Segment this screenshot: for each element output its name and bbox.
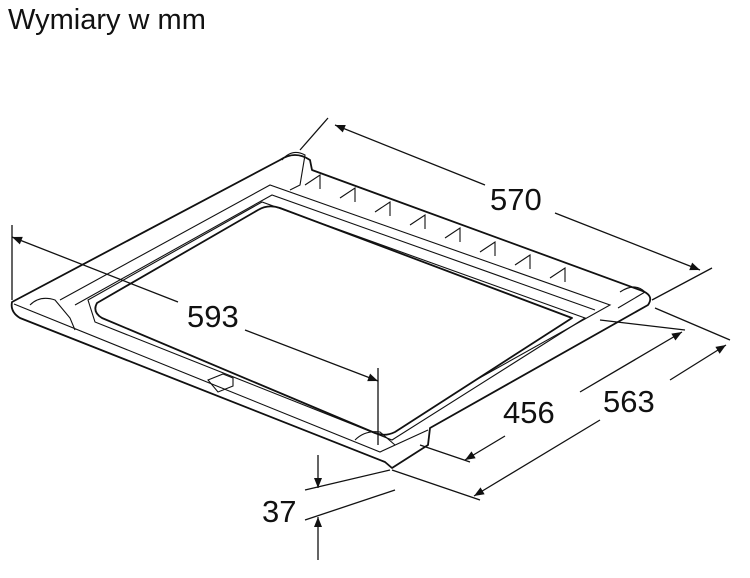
frame-outline <box>10 151 652 469</box>
dim-570-label: 570 <box>490 182 542 217</box>
dim-37-label: 37 <box>262 494 296 529</box>
dimension-lines <box>11 117 731 560</box>
dim-593-label: 593 <box>187 299 239 334</box>
drawing-title: Wymiary w mm <box>8 4 206 36</box>
dim-456-label: 456 <box>503 395 555 430</box>
dim-563-label: 563 <box>603 384 655 419</box>
